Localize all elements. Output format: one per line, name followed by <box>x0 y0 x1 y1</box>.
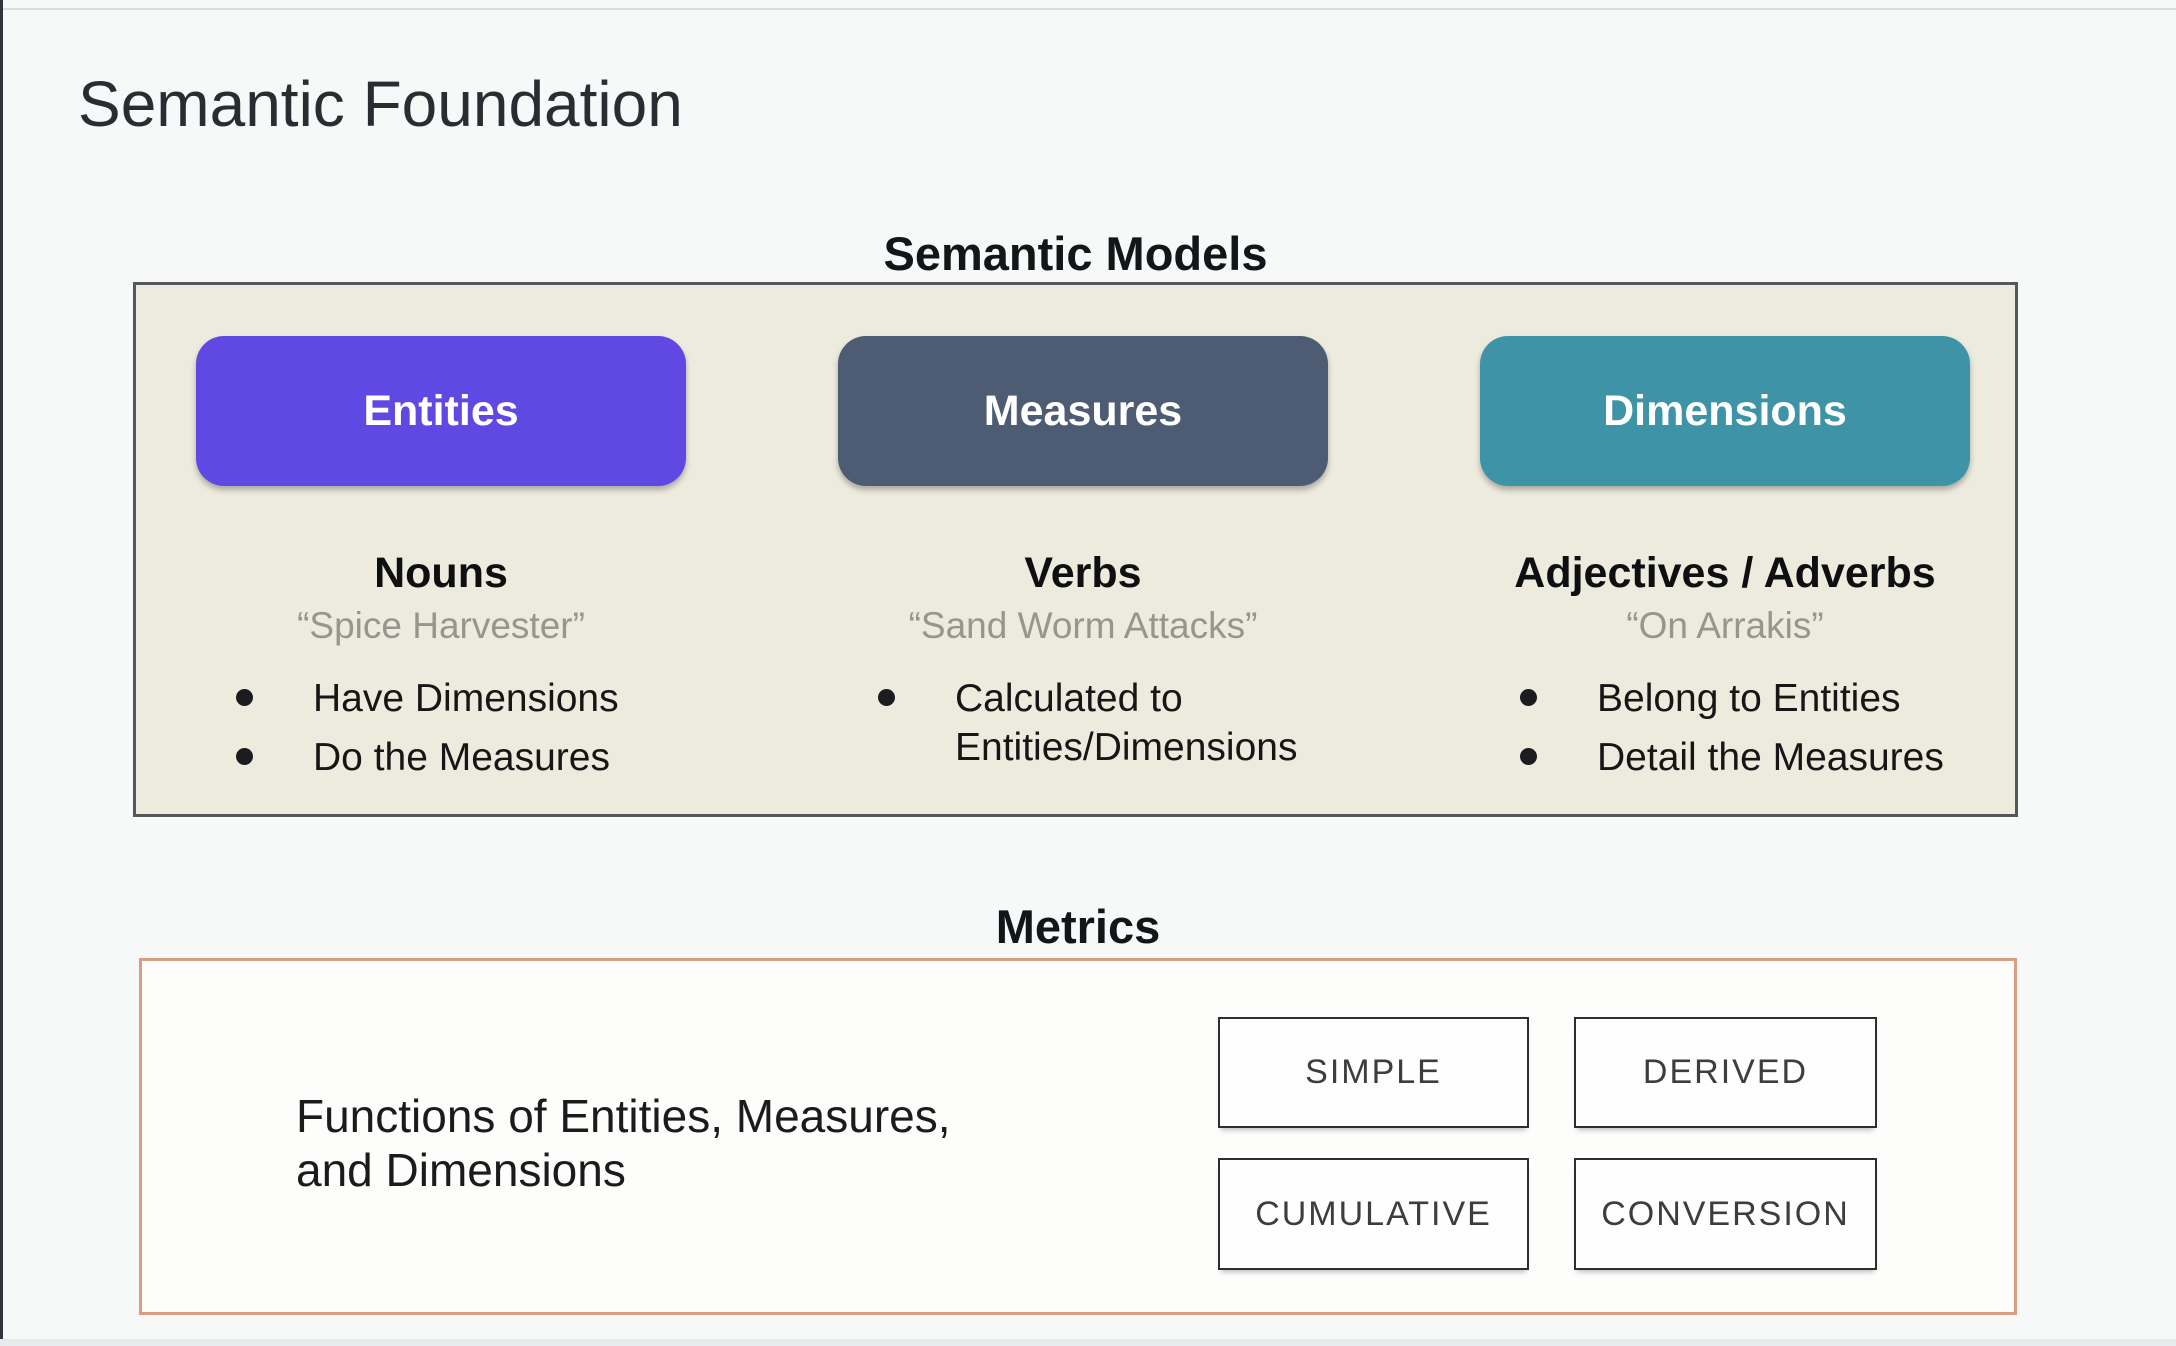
left-frame-edge <box>0 0 3 1346</box>
bullet-dot <box>878 689 895 706</box>
entities-example-quote: “Spice Harvester” <box>297 605 585 646</box>
measures-example-quote: “Sand Worm Attacks” <box>908 605 1258 646</box>
metric-type-simple: SIMPLE <box>1218 1017 1529 1128</box>
metrics-heading: Metrics <box>995 900 1161 953</box>
list-item: Have Dimensions <box>236 674 741 723</box>
measures-column: Verbs “Sand Worm Attacks” Calculated to … <box>783 552 1383 782</box>
measures-pill: Measures <box>838 336 1328 486</box>
bullet-dot <box>1520 748 1537 766</box>
metric-type-cumulative: CUMULATIVE <box>1218 1158 1529 1270</box>
metrics-description: Functions of Entities, Measures, and Dim… <box>296 1090 951 1196</box>
metric-type-conversion: CONVERSION <box>1574 1158 1877 1270</box>
bullet-dot <box>236 689 253 706</box>
dimensions-column: Adjectives / Adverbs “On Arrakis” Belong… <box>1425 552 2025 792</box>
top-frame-line <box>3 8 2176 10</box>
bullet-dot <box>236 748 253 766</box>
dimensions-bullet-list: Belong to Entities Detail the Measures <box>1425 674 2025 782</box>
measures-bullet-list: Calculated to Entities/Dimensions <box>783 674 1383 772</box>
bullet-label: Belong to Entities <box>1597 677 1901 720</box>
list-item: Calculated to Entities/Dimensions <box>878 674 1383 772</box>
bullet-dot <box>1520 689 1537 706</box>
bullet-label: Do the Measures <box>313 736 610 780</box>
page-title: Semantic Foundation <box>78 68 683 140</box>
list-item: Detail the Measures <box>1520 733 2025 782</box>
bullet-label: Calculated to Entities/Dimensions <box>955 677 1298 770</box>
entities-pill: Entities <box>196 336 686 486</box>
entities-bullet-list: Have Dimensions Do the Measures <box>141 674 741 782</box>
list-item: Do the Measures <box>236 733 741 782</box>
bullet-label: Have Dimensions <box>313 677 619 720</box>
dimensions-role-heading: Adjectives / Adverbs <box>1514 549 1936 597</box>
dimensions-pill: Dimensions <box>1480 336 1970 486</box>
entities-role-heading: Nouns <box>374 549 508 597</box>
entities-column: Nouns “Spice Harvester” Have Dimensions … <box>141 552 741 792</box>
measures-role-heading: Verbs <box>1024 549 1142 597</box>
list-item: Belong to Entities <box>1520 674 2025 723</box>
metric-type-derived: DERIVED <box>1574 1017 1877 1128</box>
semantic-models-heading: Semantic Models <box>883 227 1268 280</box>
bullet-label: Detail the Measures <box>1597 736 1944 780</box>
dimensions-example-quote: “On Arrakis” <box>1626 605 1824 646</box>
bottom-frame-line <box>0 1339 2176 1346</box>
